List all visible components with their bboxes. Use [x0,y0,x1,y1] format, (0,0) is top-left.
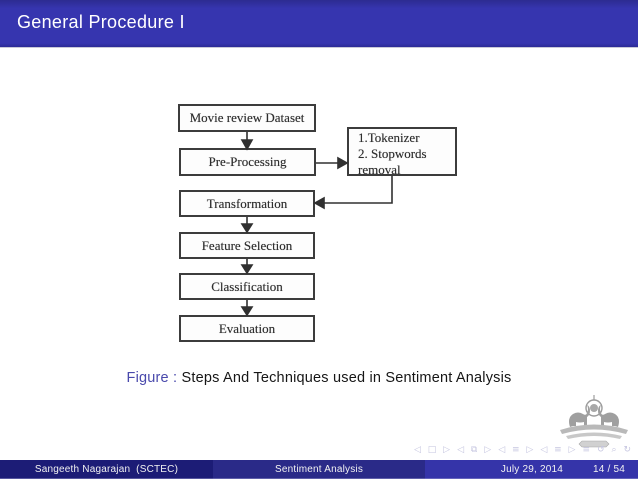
flowchart-box-label: Evaluation [218,320,276,336]
footline-date: July 29, 2014 [500,464,564,475]
flowchart-box-movie-review-dataset: Movie review Dataset [178,104,316,132]
flowchart-box-feature-selection: Feature Selection [179,232,315,259]
figure-caption-label: Figure : [126,370,178,386]
flowchart-box-label: Feature Selection [201,237,293,253]
nav-appendix-control[interactable]: ≡ [582,445,593,455]
nav-frame-controls[interactable]: ◁ ⧉ ▷ [457,445,494,455]
flowchart-box-line: 2. Stopwords [358,146,427,161]
arrow-down-icon [240,306,254,317]
flowchart-box-label: Classification [211,278,283,294]
footline-frame-number: 14 / 54 [593,464,625,475]
flowchart-box-line: 1.Tokenizer [358,130,420,145]
footline-short-title: Sentiment Analysis [213,460,425,479]
flowchart-box-tokenizer-stopwords: 1.Tokenizer 2. Stopwords removal [347,127,457,177]
flowchart-box-label: Pre-Processing [208,154,287,169]
figure-caption-text: Steps And Techniques used in Sentiment A… [181,370,512,386]
flowchart-box-transformation: Transformation [179,190,315,217]
footline-bar: Sangeeth Nagarajan (SCTEC) Sentiment Ana… [0,460,638,479]
elephant-right-icon [598,405,619,427]
nav-slide-controls[interactable]: ◁ □ ▷ [414,445,453,455]
beamer-navigation-bar: ◁ □ ▷ ◁ ⧉ ▷ ◁ ≡ ▷ ◁ ≡ ▷ ≡ ↺ ⌕ ↻ [414,444,633,456]
page-title: General Procedure I [17,12,185,32]
arrow-left-icon [313,196,325,210]
footline-author: Sangeeth Nagarajan (SCTEC) [0,460,213,479]
flowchart-box-pre-processing: Pre-Processing [179,148,316,176]
nav-subsection-controls[interactable]: ◁ ≡ ▷ [498,445,536,455]
flowchart-box-label: Transformation [206,195,288,211]
flowchart-box-label: Movie review Dataset [189,110,305,125]
frame-title-bar: General Procedure I [0,0,638,48]
flowchart-box-classification: Classification [179,273,315,300]
college-emblem-logo [560,395,628,448]
figure-caption: Figure : Steps And Techniques used in Se… [0,370,638,386]
flowchart-box-line: removal [358,162,401,177]
flowchart-box-evaluation: Evaluation [179,315,315,342]
elephant-left-icon [569,405,590,427]
arrow-down-icon [240,264,254,275]
footline-date-page: July 29, 2014 14 / 54 [425,460,638,479]
arrow-right-icon [337,156,349,170]
arrow-down-icon [240,223,254,234]
nav-history-search-controls[interactable]: ↺ ⌕ ↻ [597,445,633,455]
nav-section-controls[interactable]: ◁ ≡ ▷ [540,445,578,455]
